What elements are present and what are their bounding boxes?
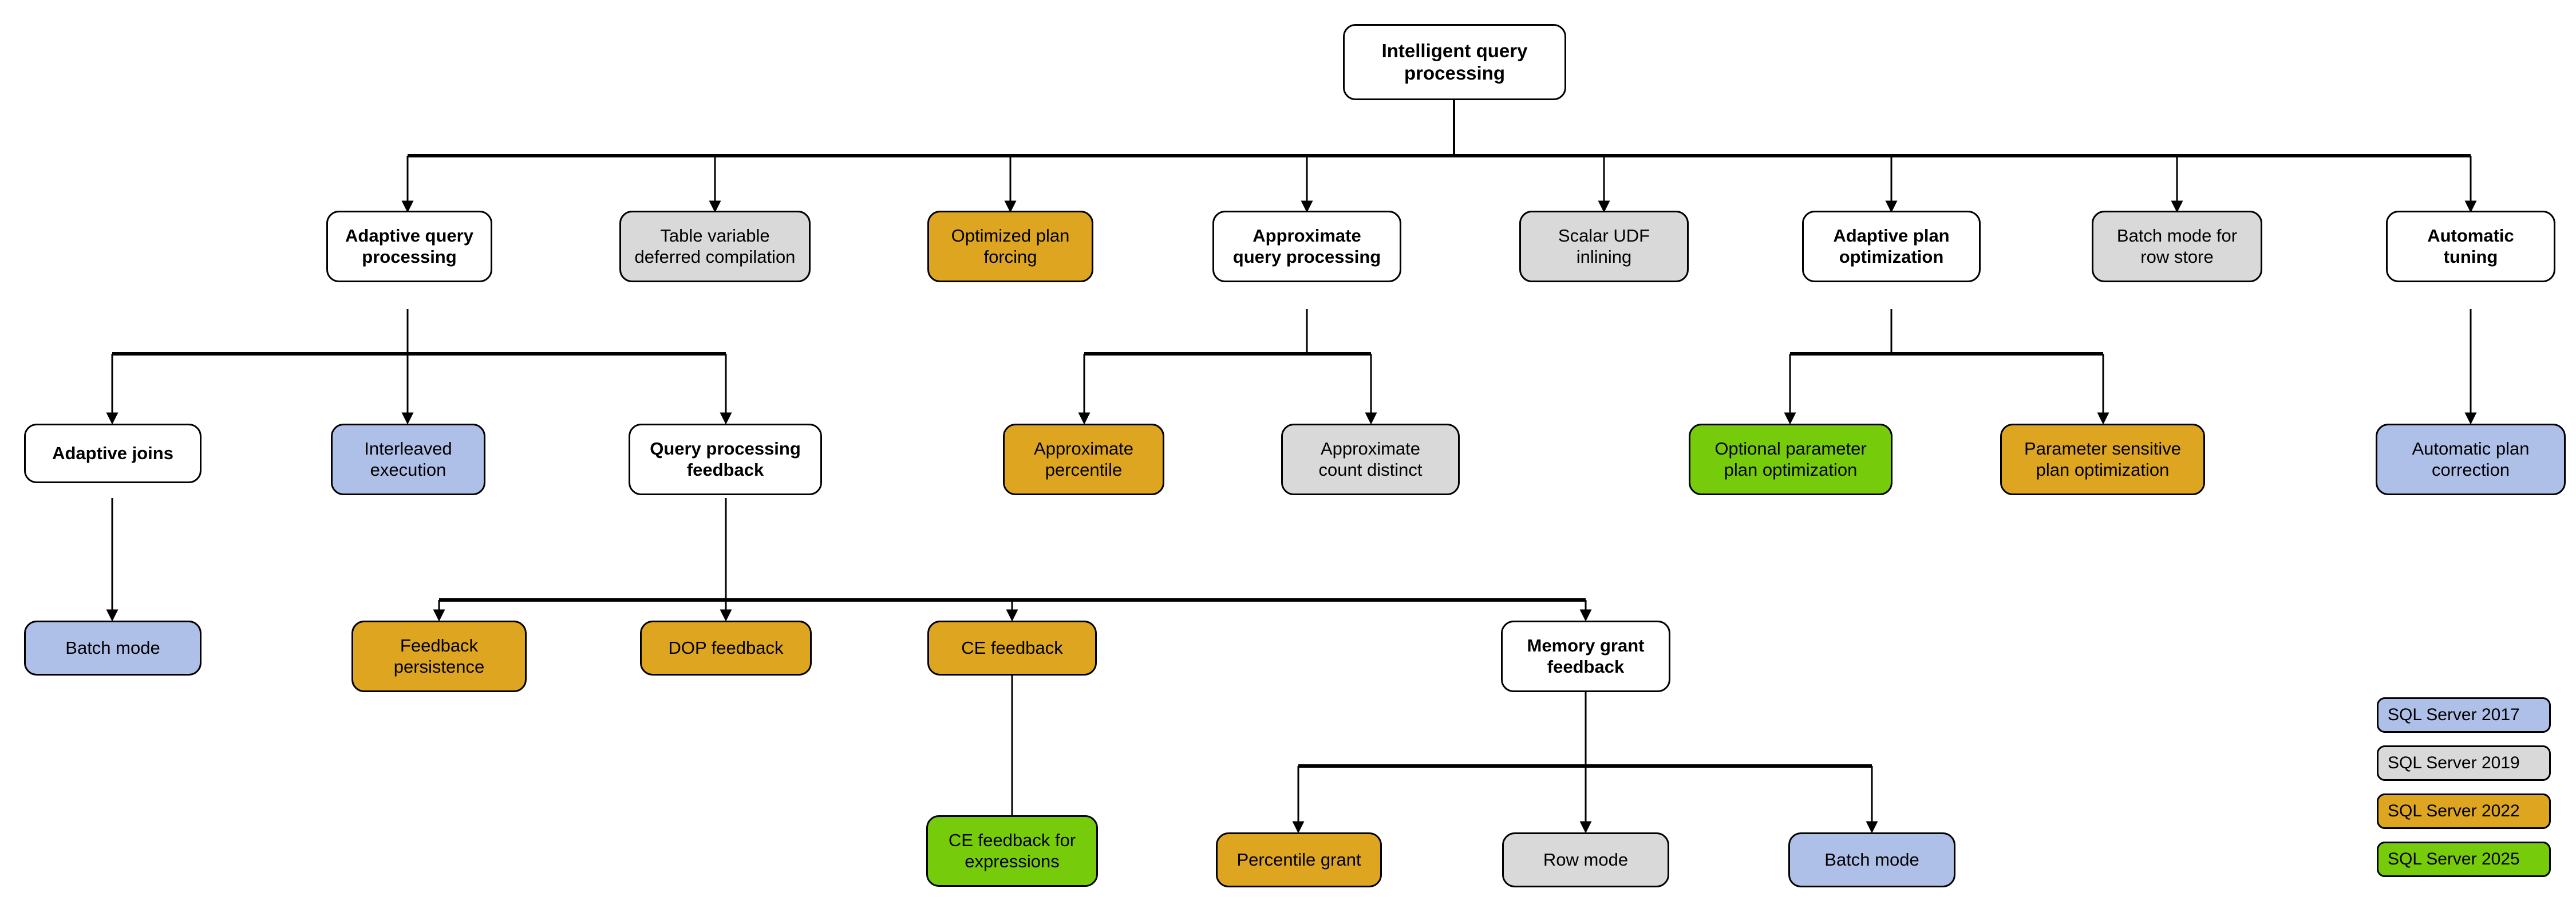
- legend-item-sql-server-2017[interactable]: SQL Server 2017: [2377, 697, 2551, 733]
- version-legend: SQL Server 2017 SQL Server 2019 SQL Serv…: [2377, 697, 2560, 886]
- node-approximate-percentile[interactable]: Approximate percentile: [1003, 424, 1164, 495]
- node-approximate-count-distinct[interactable]: Approximate count distinct: [1281, 424, 1460, 495]
- node-batch-mode-adaptive-joins[interactable]: Batch mode: [24, 621, 202, 676]
- node-interleaved-execution[interactable]: Interleaved execution: [331, 424, 485, 495]
- node-dop-feedback[interactable]: DOP feedback: [640, 621, 812, 676]
- legend-item-sql-server-2019[interactable]: SQL Server 2019: [2377, 745, 2551, 781]
- node-ce-feedback[interactable]: CE feedback: [927, 621, 1097, 676]
- node-batch-mode-memory-grant[interactable]: Batch mode: [1788, 832, 1955, 887]
- node-parameter-sensitive-plan-optimization[interactable]: Parameter sensitive plan optimization: [2000, 424, 2205, 495]
- legend-item-sql-server-2022[interactable]: SQL Server 2022: [2377, 793, 2551, 829]
- node-percentile-grant[interactable]: Percentile grant: [1216, 832, 1382, 887]
- node-adaptive-plan-optimization[interactable]: Adaptive plan optimization: [1802, 211, 1981, 282]
- node-ce-feedback-for-expressions[interactable]: CE feedback for expressions: [926, 815, 1098, 887]
- node-adaptive-query-processing[interactable]: Adaptive query processing: [326, 211, 492, 282]
- node-adaptive-joins[interactable]: Adaptive joins: [24, 424, 202, 483]
- node-automatic-tuning[interactable]: Automatic tuning: [2386, 211, 2555, 282]
- node-approximate-query-processing[interactable]: Approximate query processing: [1212, 211, 1401, 282]
- node-optimized-plan-forcing[interactable]: Optimized plan forcing: [927, 211, 1093, 282]
- node-row-mode[interactable]: Row mode: [1502, 832, 1669, 887]
- node-query-processing-feedback[interactable]: Query processing feedback: [629, 424, 822, 495]
- node-batch-mode-for-row-store[interactable]: Batch mode for row store: [2092, 211, 2262, 282]
- node-feedback-persistence[interactable]: Feedback persistence: [351, 621, 527, 692]
- node-intelligent-query-processing[interactable]: Intelligent query processing: [1343, 24, 1566, 100]
- node-memory-grant-feedback[interactable]: Memory grant feedback: [1501, 621, 1670, 692]
- node-automatic-plan-correction[interactable]: Automatic plan correction: [2376, 424, 2566, 495]
- node-table-variable-deferred-compilation[interactable]: Table variable deferred compilation: [619, 211, 811, 282]
- legend-item-sql-server-2025[interactable]: SQL Server 2025: [2377, 842, 2551, 877]
- node-optional-parameter-plan-optimization[interactable]: Optional parameter plan optimization: [1689, 424, 1893, 495]
- node-scalar-udf-inlining[interactable]: Scalar UDF inlining: [1519, 211, 1689, 282]
